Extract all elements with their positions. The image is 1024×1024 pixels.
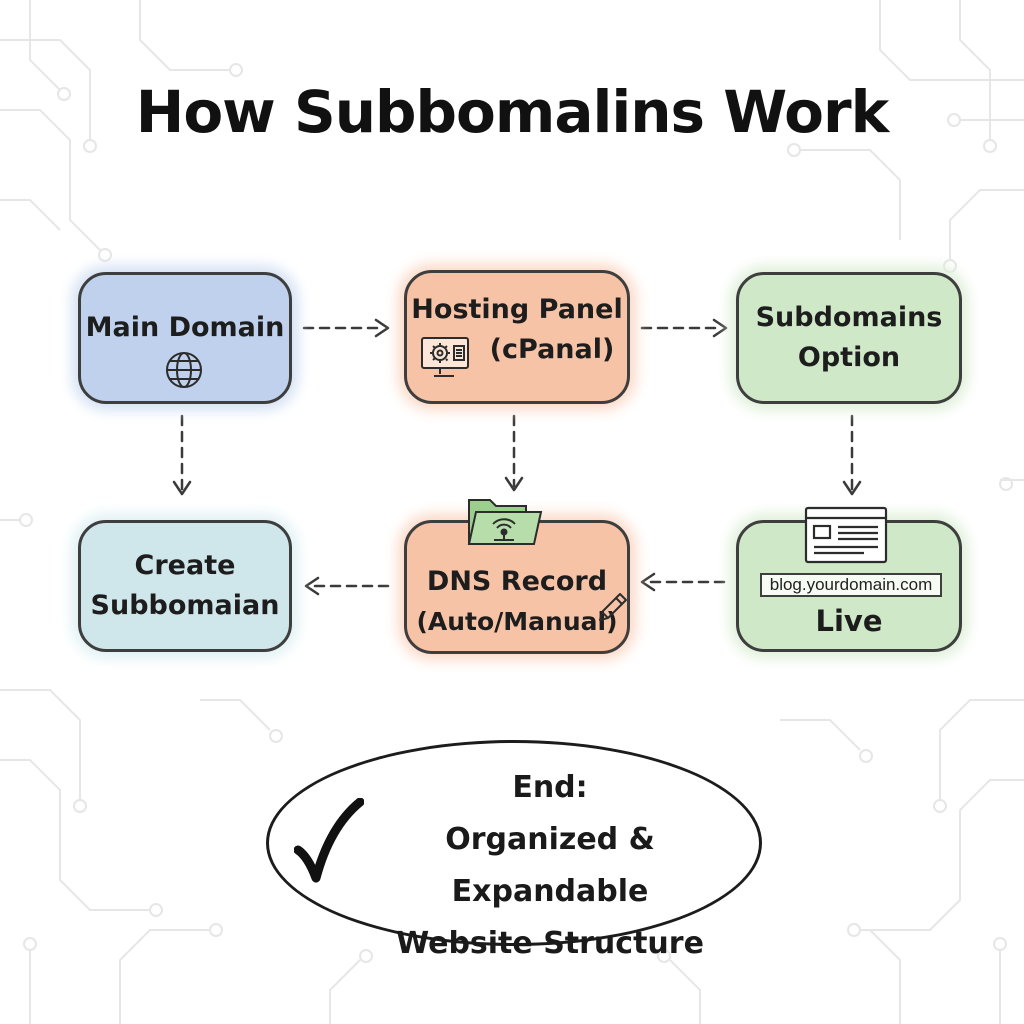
node-dns-record-label-1: DNS Record [426,566,608,597]
node-dns-record-label-2: (Auto/Manual) [416,607,618,636]
cpanel-monitor-icon [421,337,469,377]
end-line-1: Organized & Expandable [445,822,655,909]
diagram-title: How Subbomalins Work [135,78,889,146]
node-main-domain-label: Main Domain [85,312,285,343]
browser-window-icon [804,506,888,564]
node-hosting-panel-label-1: Hosting Panel [411,294,623,325]
end-text: End: Organized & Expandable Website Stru… [350,762,750,970]
node-subdomains-option: Subdomains Option [736,272,962,404]
end-label: End: [512,770,588,805]
node-live-label: Live [815,604,883,638]
checkmark-icon [294,798,364,883]
node-hosting-panel: Hosting Panel (cPanal) [404,270,630,404]
end-oval [266,740,762,946]
node-subdomains-option-label-2: Option [797,342,901,373]
folder-wifi-icon [467,499,543,545]
globe-icon [166,352,202,388]
subdomain-url-field: blog.yourdomain.com [760,573,942,597]
node-create-label-1: Create [134,550,236,581]
node-main-domain: Main Domain [78,272,292,404]
node-create-label-2: Subbomaian [90,590,280,621]
pencil-icon [599,593,627,621]
end-line-2: Website Structure [396,926,704,961]
node-hosting-panel-label-2: (cPanal) [489,334,615,365]
node-create-subdomain: Create Subbomaian [78,520,292,652]
node-subdomains-option-label-1: Subdomains [755,302,943,333]
